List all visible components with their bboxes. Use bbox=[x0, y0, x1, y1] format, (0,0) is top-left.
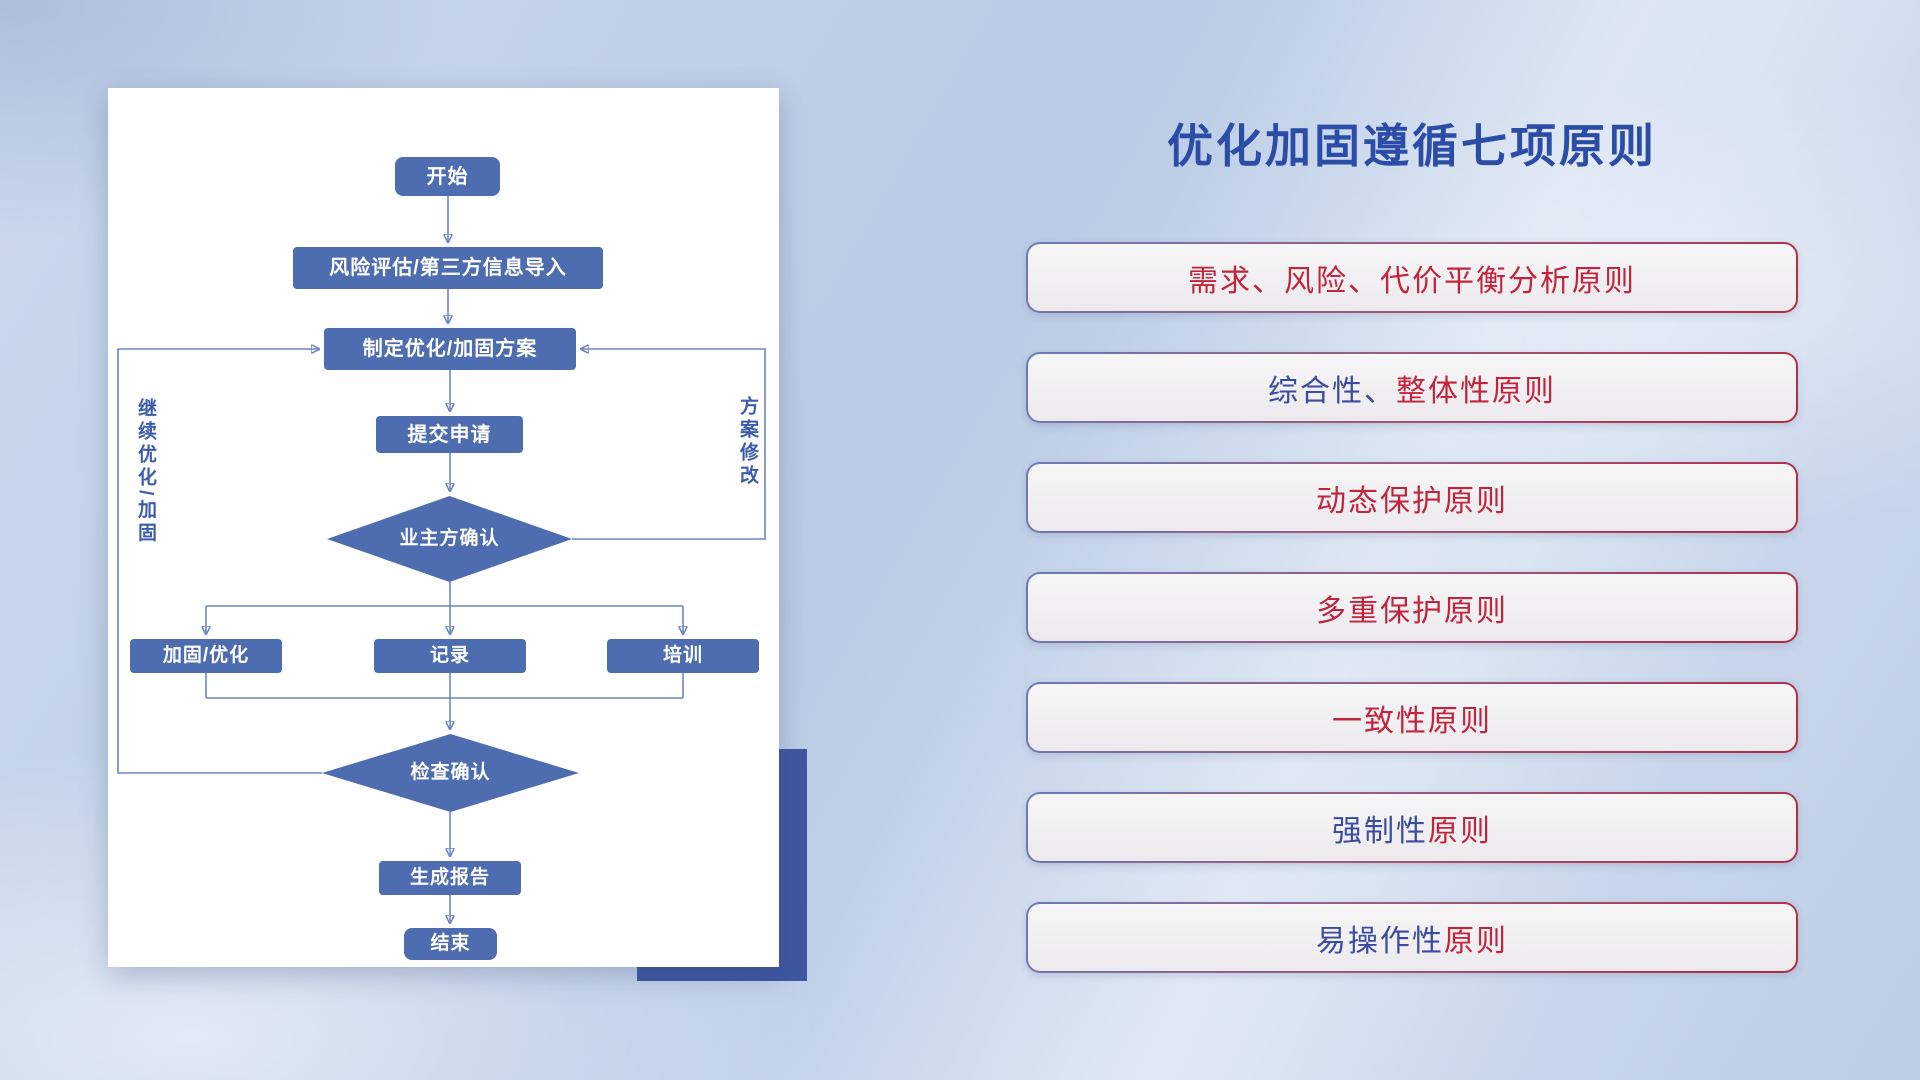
principle-item: 综合性、整体性原则 bbox=[1026, 352, 1798, 423]
principle-text-segment: 多重保护原则 bbox=[1316, 594, 1508, 628]
principle-label: 动态保护原则 bbox=[1028, 464, 1796, 531]
flow-node-training: 培训 bbox=[607, 639, 759, 673]
principles-list: 需求、风险、代价平衡分析原则综合性、整体性原则动态保护原则多重保护原则一致性原则… bbox=[1026, 242, 1798, 973]
principle-text-segment: 原则 bbox=[1428, 814, 1492, 848]
principle-label: 强制性原则 bbox=[1028, 794, 1796, 861]
principle-text-segment: 综合性、 bbox=[1268, 374, 1396, 408]
principle-label: 需求、风险、代价平衡分析原则 bbox=[1028, 244, 1796, 311]
principle-item: 多重保护原则 bbox=[1026, 572, 1798, 643]
principle-item: 一致性原则 bbox=[1026, 682, 1798, 753]
principle-text-segment: 整体性原则 bbox=[1396, 374, 1556, 408]
principle-text-segment: 易操作性 bbox=[1316, 924, 1444, 958]
principle-label: 多重保护原则 bbox=[1028, 574, 1796, 641]
flow-node-make-plan: 制定优化/加固方案 bbox=[324, 328, 576, 370]
principle-text-segment: 动态保护原则 bbox=[1316, 484, 1508, 518]
flow-node-risk-import: 风险评估/第三方信息导入 bbox=[293, 247, 603, 289]
principle-item: 需求、风险、代价平衡分析原则 bbox=[1026, 242, 1798, 313]
principle-text-segment: 强制性 bbox=[1332, 814, 1428, 848]
principle-item: 动态保护原则 bbox=[1026, 462, 1798, 533]
principle-text-segment: 一致性原则 bbox=[1332, 704, 1492, 738]
flow-node-harden: 加固/优化 bbox=[130, 639, 282, 673]
principle-item: 易操作性原则 bbox=[1026, 902, 1798, 973]
principle-label: 易操作性原则 bbox=[1028, 904, 1796, 971]
flow-node-report: 生成报告 bbox=[379, 861, 521, 895]
page-title: 优化加固遵循七项原则 bbox=[1167, 120, 1657, 172]
principle-text-segment: 原则 bbox=[1444, 924, 1508, 958]
principles-panel: 优化加固遵循七项原则 需求、风险、代价平衡分析原则综合性、整体性原则动态保护原则… bbox=[1026, 0, 1798, 1080]
principle-item: 强制性原则 bbox=[1026, 792, 1798, 863]
flowchart-card: 开始 风险评估/第三方信息导入 制定优化/加固方案 提交申请 业主方确认 加固/… bbox=[108, 88, 779, 967]
flow-node-end: 结束 bbox=[404, 928, 497, 960]
flow-node-submit: 提交申请 bbox=[376, 416, 523, 453]
principle-label: 综合性、整体性原则 bbox=[1028, 354, 1796, 421]
flow-node-record: 记录 bbox=[374, 639, 526, 673]
edge-label-plan-modify: 方案修改 bbox=[737, 396, 758, 488]
principle-text-segment: 需求、风险、代价平衡分析原则 bbox=[1188, 264, 1636, 298]
flowchart-connectors bbox=[117, 196, 766, 967]
edge-label-continue-optimize: 继续优化/加固 bbox=[135, 398, 156, 546]
flow-node-start: 开始 bbox=[395, 157, 500, 196]
principle-label: 一致性原则 bbox=[1028, 684, 1796, 751]
